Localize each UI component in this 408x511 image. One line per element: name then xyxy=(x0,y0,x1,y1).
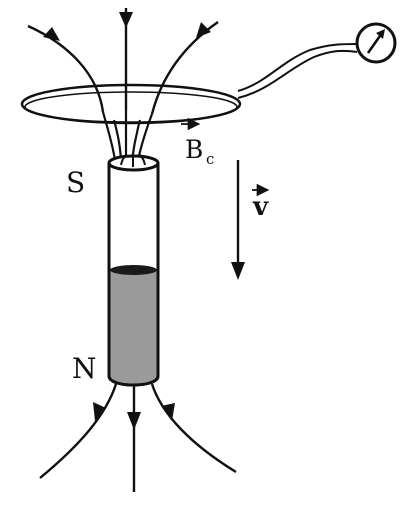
meter-wire xyxy=(237,43,358,99)
induced-field-symbol: B xyxy=(185,135,203,164)
field-arrow-bottom-center xyxy=(127,412,141,430)
field-arrow-top-left xyxy=(43,27,60,41)
galvanometer-icon xyxy=(355,22,397,64)
field-line-top-right xyxy=(150,21,219,115)
field-lines-top xyxy=(27,8,219,115)
field-lines-inner xyxy=(101,110,154,161)
induced-field-label: B c xyxy=(181,117,214,168)
field-line-top-left xyxy=(27,24,105,113)
bar-magnet xyxy=(107,154,160,387)
field-line-bottom-left xyxy=(39,383,118,479)
magnet-north-half xyxy=(110,270,157,385)
field-arrow-bottom-right xyxy=(161,403,175,421)
coil-loop xyxy=(20,83,242,125)
pole-label-n: N xyxy=(72,352,97,385)
velocity-symbol: v xyxy=(252,192,269,222)
induced-field-subscript: c xyxy=(206,150,214,168)
magnet-north-top-edge xyxy=(110,265,157,275)
field-lines-bottom xyxy=(39,383,237,492)
field-arrow-bottom-left xyxy=(93,402,106,421)
pole-label-s: S xyxy=(66,166,85,199)
field-arrows-top xyxy=(43,12,211,41)
field-arrow-top-center xyxy=(119,12,133,28)
field-arrow-top-right xyxy=(196,22,211,38)
field-arrows-bottom xyxy=(93,402,175,430)
field-line-bottom-right xyxy=(150,383,237,474)
velocity-vector: v xyxy=(231,160,270,280)
